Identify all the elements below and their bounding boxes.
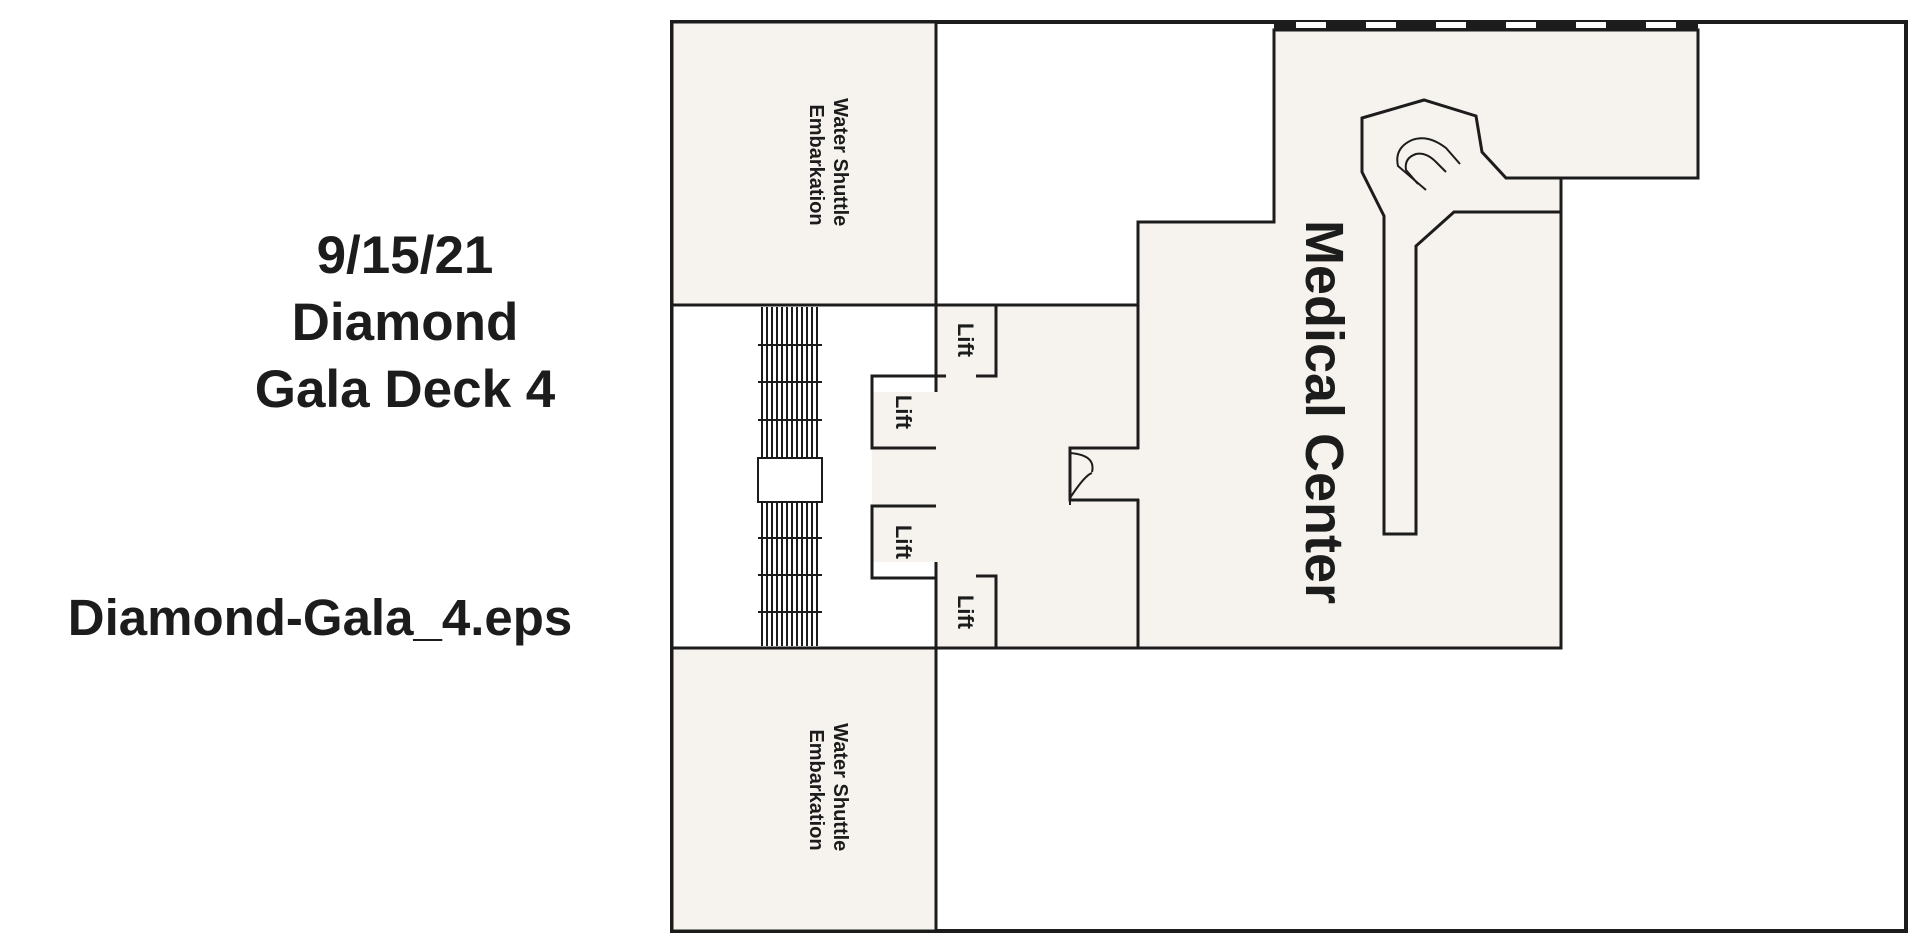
water-shuttle-room-top (670, 20, 938, 307)
double-door (1069, 452, 1094, 505)
ship-name-label: Diamond (291, 293, 519, 352)
water-shuttle-label-bottom: Water Shuttle Embarkation (805, 723, 851, 857)
reception-sink-icon (1396, 137, 1461, 191)
medical-center-label: Medical Center (1294, 220, 1354, 604)
lift-label-4: Lift (953, 595, 978, 630)
stair-landing (757, 457, 823, 503)
window-strip (1274, 20, 1698, 30)
water-shuttle-label-top: Water Shuttle Embarkation (805, 98, 851, 232)
deck-name-label: Gala Deck 4 (254, 360, 556, 419)
lift-shaft-2 (870, 374, 936, 450)
lift-shaft-4 (936, 574, 998, 650)
lift-label-2: Lift (891, 395, 916, 430)
date-label: 9/15/21 (316, 226, 494, 285)
lift-label-1: Lift (953, 323, 978, 358)
file-name-label: Diamond-Gala_4.eps (67, 589, 573, 646)
lift-shaft-1 (936, 303, 998, 378)
lift-shaft-3 (870, 504, 936, 580)
water-shuttle-room-bottom (670, 646, 938, 933)
deck-title-block: 9/15/21 Diamond Gala Deck 4 (230, 222, 580, 423)
lobby-floor-extension (872, 392, 938, 562)
reception-desk (1360, 98, 1563, 536)
lift-label-3: Lift (891, 525, 916, 560)
